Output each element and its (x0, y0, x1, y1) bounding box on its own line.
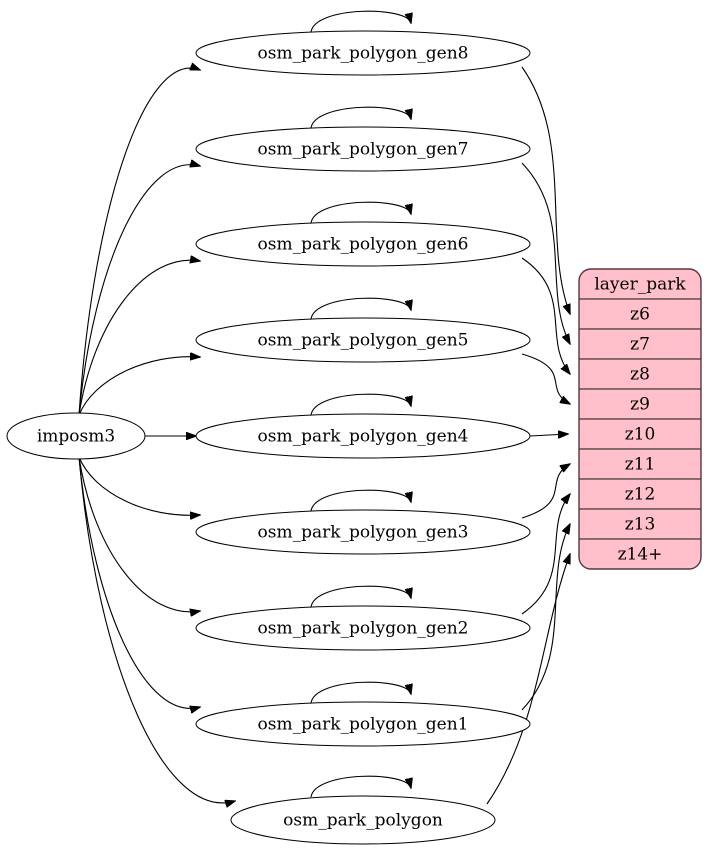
edge-osm_park_polygon_gen6-to-z8 (521, 257, 570, 374)
edge-osm_park_polygon_gen1-to-z13 (521, 524, 570, 711)
edges-source-to-nodes (78, 68, 235, 803)
self-loop-edge-osm_park_polygon_gen7 (310, 106, 411, 129)
edge-imposm3-to-osm_park_polygon_gen2 (78, 456, 200, 612)
table-row-label-z8: z8 (630, 365, 650, 385)
self-loop-edge-osm_park_polygon_gen5 (310, 297, 411, 320)
node-osm_park_polygon_gen2[interactable] (195, 605, 531, 651)
edge-osm_park_polygon_gen8-to-z6 (521, 66, 570, 314)
node-label-osm_park_polygon_gen2: osm_park_polygon_gen2 (258, 619, 469, 639)
edge-imposm3-to-osm_park_polygon_gen7 (78, 165, 200, 416)
edge-osm_park_polygon_gen7-to-z7 (521, 162, 570, 344)
table-row-label-z10: z10 (625, 425, 656, 445)
node-imposm3[interactable] (6, 412, 146, 460)
table-row-z9[interactable] (579, 388, 701, 420)
node-osm_park_polygon_gen1[interactable] (195, 701, 531, 747)
edge-imposm3-to-osm_park_polygon_gen1 (78, 456, 200, 708)
node-label-osm_park_polygon_gen1: osm_park_polygon_gen1 (258, 715, 469, 735)
table-row-label-z13: z13 (625, 515, 656, 535)
node-label-osm_park_polygon_gen7: osm_park_polygon_gen7 (258, 140, 469, 160)
self-loop-edge-osm_park_polygon_gen6 (310, 201, 411, 224)
table-row-z12[interactable] (579, 478, 701, 510)
node-osm_park_polygon_gen3[interactable] (195, 509, 531, 555)
table-row-label-z7: z7 (630, 335, 650, 355)
table-row-label-z6: z6 (630, 305, 650, 325)
table-row-label-z11: z11 (625, 455, 656, 475)
table-row-z11[interactable] (579, 448, 701, 480)
table-title: layer_park (594, 275, 686, 295)
self-loop-edge-osm_park_polygon_gen4 (310, 393, 411, 416)
nodes-layer: imposm3 osm_park_polygon_gen8 osm_park_pol… (6, 30, 531, 845)
edge-imposm3-to-osm_park_polygon_gen3 (78, 456, 200, 515)
table-cells: layer_park z6 z7 z8 z9 z10 z11 z12 z13 z14+ (579, 269, 701, 569)
table-row-z14+[interactable] (579, 538, 701, 569)
node-osm_park_polygon_gen7[interactable] (195, 126, 531, 172)
table-row-z13[interactable] (579, 508, 701, 540)
edge-imposm3-to-osm_park_polygon_gen5 (78, 357, 200, 416)
self-loop-edge-osm_park_polygon_gen1 (310, 681, 411, 704)
self-loop-edge-osm_park_polygon_gen3 (310, 489, 411, 512)
edge-osm_park_polygon_gen3-to-z11 (521, 464, 570, 519)
edge-osm_park_polygon_gen2-to-z12 (521, 494, 570, 615)
self-loop-edge-osm_park_polygon_gen2 (310, 585, 411, 608)
table-row-label-z12: z12 (625, 485, 656, 505)
self-loop-edge-osm_park_polygon_gen8 (310, 10, 411, 33)
node-label-osm_park_polygon_gen6: osm_park_polygon_gen6 (258, 235, 469, 255)
edge-osm_park_polygon_gen5-to-z9 (521, 353, 570, 404)
node-osm_park_polygon_gen4[interactable] (195, 413, 531, 459)
node-label-osm_park_polygon_gen4: osm_park_polygon_gen4 (258, 427, 469, 447)
node-label-osm_park_polygon_gen8: osm_park_polygon_gen8 (258, 44, 469, 64)
self-loop-edge-osm_park_polygon (310, 775, 411, 798)
edge-imposm3-to-osm_park_polygon (78, 456, 235, 803)
node-osm_park_polygon_gen8[interactable] (195, 30, 531, 76)
table-row-z7[interactable] (579, 328, 701, 360)
node-label-osm_park_polygon: osm_park_polygon (283, 811, 443, 831)
edge-osm_park_polygon_gen4-to-z10 (529, 434, 568, 436)
node-osm_park_polygon[interactable] (230, 795, 496, 845)
table-row-label-z14+: z14+ (618, 545, 663, 565)
edge-osm_park_polygon-to-z14+ (486, 554, 570, 805)
edges-node-to-table (486, 66, 570, 805)
node-osm_park_polygon_gen6[interactable] (195, 221, 531, 267)
edge-imposm3-to-osm_park_polygon_gen6 (78, 260, 200, 416)
layer-park-table: layer_park z6 z7 z8 z9 z10 z11 z12 z13 z14+ (578, 268, 702, 570)
node-osm_park_polygon_gen5[interactable] (195, 317, 531, 363)
edges-self-loops (310, 10, 411, 798)
table-outline (578, 268, 702, 570)
node-label-imposm3: imposm3 (37, 427, 115, 447)
node-label-osm_park_polygon_gen5: osm_park_polygon_gen5 (258, 331, 469, 351)
edge-imposm3-to-osm_park_polygon_gen8 (78, 68, 200, 416)
node-label-osm_park_polygon_gen3: osm_park_polygon_gen3 (258, 523, 469, 543)
table-row-z10[interactable] (579, 418, 701, 450)
table-row-label-z9: z9 (630, 395, 650, 415)
